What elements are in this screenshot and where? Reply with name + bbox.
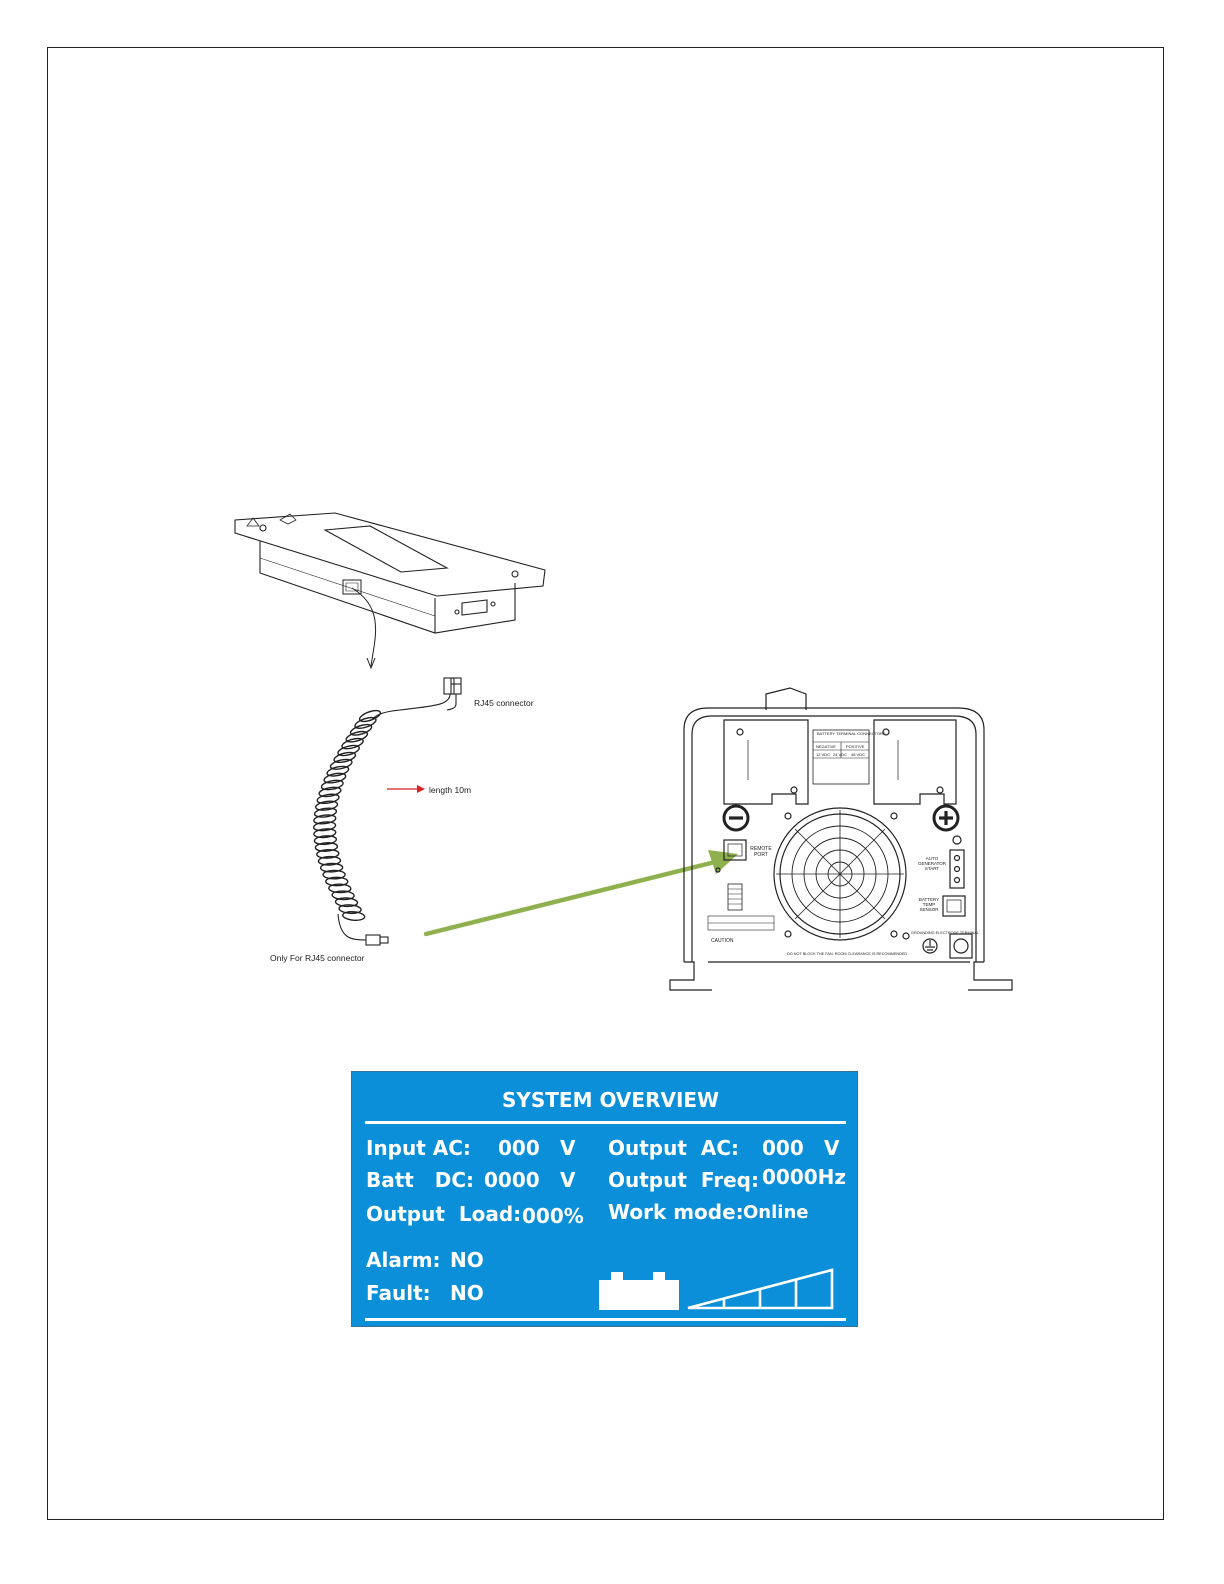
lcd-system-overview: SYSTEM OVERVIEW Input AC: 000 V Batt DC:… (351, 1071, 858, 1327)
lcd-bottom-divider (365, 1318, 846, 1321)
caution-label: CAUTION (711, 938, 734, 944)
battery-temp-label: BATTERY TEMP SENSOR (918, 897, 940, 912)
input-ac-unit: V (560, 1136, 576, 1160)
battery-icon (599, 1272, 679, 1310)
signal-bars-icon (687, 1268, 834, 1310)
length-label: length 10m (429, 785, 472, 795)
alarm-value: NO (450, 1248, 484, 1272)
output-ac-value: 000 (762, 1136, 804, 1160)
output-ac-unit: V (824, 1136, 840, 1160)
lcd-top-divider (365, 1121, 846, 1124)
length-red-arrow (387, 785, 425, 793)
v48-label: 48 VDC (851, 752, 866, 757)
rj45-top-plug (446, 677, 462, 711)
batt-dc-label: Batt DC: (366, 1168, 475, 1192)
batt-dc-unit: V (560, 1168, 576, 1192)
alarm-label: Alarm: (366, 1248, 441, 1272)
input-ac-value: 000 (498, 1136, 540, 1160)
output-freq-value: 0000Hz (762, 1165, 847, 1189)
inverter-rear-panel (669, 687, 1013, 991)
coiled-cable-drawing (312, 677, 455, 946)
lcd-title: SYSTEM OVERVIEW (502, 1088, 720, 1112)
fault-value: NO (450, 1281, 484, 1305)
grounding-label: GROUNDING ELECTRODE TERMINAL (911, 931, 980, 935)
output-ac-label: Output AC: (608, 1136, 739, 1160)
positive-label: POSITIVE (846, 744, 865, 749)
fan-warning-label: DO NOT BLOCK THE FAN. ROOM CLEARANCE IS … (787, 952, 908, 956)
v24-label: 24 VDC (833, 752, 848, 757)
auto-generator-label: AUTO GENERATOR START (917, 856, 947, 871)
rj45-only-label: Only For RJ45 connector (270, 953, 365, 963)
output-freq-label: Output Freq: (608, 1168, 759, 1192)
batt-dc-value: 0000 (484, 1168, 540, 1192)
output-load-value: 000% (522, 1204, 584, 1228)
fault-label: Fault: (366, 1281, 431, 1305)
work-mode-label: Work mode: (608, 1200, 744, 1224)
battery-terminal-label: BATTERY TERMINAL CONNECTORS (817, 731, 886, 736)
remote-panel-drawing (234, 512, 546, 670)
page-border (47, 47, 1164, 1520)
remote-port-label: REMOTE PORT (750, 846, 772, 858)
work-mode-value: Online (743, 1202, 809, 1223)
input-ac-label: Input AC: (366, 1136, 471, 1160)
rj45-connector-label: RJ45 connector (474, 698, 534, 708)
v12-label: 12 VDC (816, 752, 831, 757)
output-load-label: Output Load: (366, 1202, 522, 1226)
negative-label: NEGATIVE (816, 744, 836, 749)
